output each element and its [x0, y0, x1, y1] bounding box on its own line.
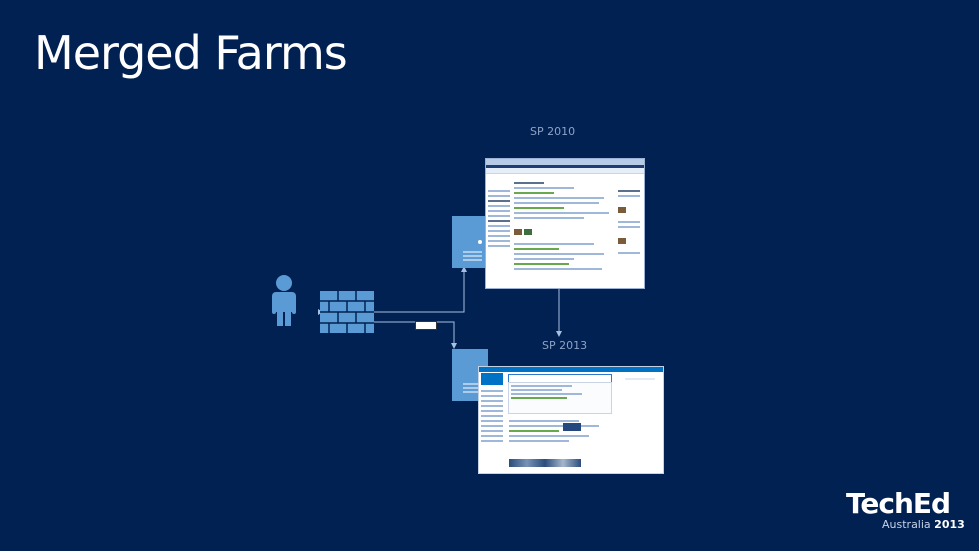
logo-subtitle: Australia 2013 [882, 518, 965, 531]
arrow-down-2013 [556, 331, 562, 337]
top-links [625, 375, 655, 383]
sp2010-label: SP 2010 [530, 125, 576, 138]
server-icon-sp2010 [452, 216, 488, 268]
logo-region: Australia [882, 518, 931, 531]
slide-title: Merged Farms [34, 26, 348, 80]
firewall-icon [320, 291, 374, 333]
connector-firewall-to-sp2013 [374, 321, 455, 345]
suite-bar [479, 367, 663, 372]
person-icon [272, 275, 296, 326]
logo-brand: TechEd [846, 487, 951, 520]
sp2013-label: SP 2013 [542, 339, 588, 352]
ribbon [486, 168, 644, 174]
logo-year: 2013 [934, 518, 965, 531]
people-pane [618, 187, 640, 257]
search-icon [481, 373, 503, 385]
arrow-down [451, 343, 457, 349]
search-results [514, 179, 614, 273]
search-results [509, 417, 609, 445]
browser-titlebar [486, 159, 644, 165]
refiners [481, 387, 503, 445]
browser-toolbar [486, 165, 644, 168]
arrow-up [461, 266, 467, 272]
result-preview [563, 423, 581, 431]
connector-firewall-to-sp2010 [374, 270, 465, 313]
small-tag [415, 321, 437, 330]
query-suggestions [508, 382, 612, 414]
teched-logo: TechEd Australia 2013 [846, 487, 965, 532]
connectors [374, 270, 560, 345]
image-strip [509, 459, 581, 467]
quick-launch [488, 187, 510, 250]
sp2010-screenshot [485, 158, 645, 289]
sp2013-screenshot [478, 366, 664, 474]
